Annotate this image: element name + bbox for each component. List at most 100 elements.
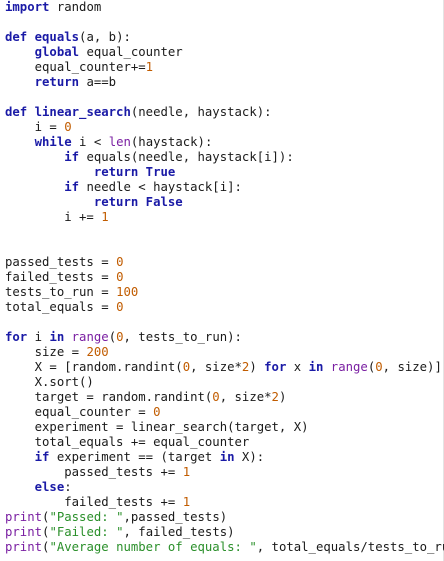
code-token: 0: [153, 405, 161, 419]
code-token: 200: [86, 345, 109, 359]
code-token: (: [42, 510, 50, 524]
code-token: [138, 165, 145, 179]
code-line[interactable]: return a==b: [5, 75, 443, 90]
code-token: (: [108, 330, 117, 344]
code-token: "Average number of equals: ": [49, 540, 257, 554]
code-token: target = random.randint(: [5, 390, 213, 404]
code-line[interactable]: total_equals = 0: [5, 300, 443, 315]
code-token: 2: [241, 360, 250, 374]
code-token: experiment = linear_search(target, X): [5, 420, 309, 434]
code-token: linear_search: [34, 105, 131, 119]
code-token: , failed_tests): [123, 525, 235, 539]
code-line[interactable]: passed_tests += 1: [5, 465, 443, 480]
code-token: [5, 75, 35, 89]
code-token: failed_tests =: [5, 270, 117, 284]
code-token: passed_tests =: [5, 255, 117, 269]
code-line[interactable]: if experiment == (target in X):: [5, 450, 443, 465]
code-token: size =: [5, 345, 87, 359]
code-token: 0: [182, 360, 191, 374]
code-token: def: [5, 30, 28, 44]
code-line[interactable]: [5, 240, 443, 255]
code-token: [323, 360, 330, 374]
code-token: 100: [116, 285, 139, 299]
code-line[interactable]: return False: [5, 195, 443, 210]
code-token: equals(needle, haystack[i]):: [79, 150, 294, 164]
code-line[interactable]: return True: [5, 165, 443, 180]
code-token: for: [264, 360, 287, 374]
code-token: experiment == (target: [49, 450, 220, 464]
code-token: random: [49, 0, 102, 14]
code-line[interactable]: equal_counter+=1: [5, 60, 443, 75]
code-line[interactable]: if equals(needle, haystack[i]):: [5, 150, 443, 165]
code-content[interactable]: import random def equals(a, b): global e…: [5, 0, 444, 555]
code-token: [5, 165, 94, 179]
code-line[interactable]: i += 1: [5, 210, 443, 225]
code-line[interactable]: if needle < haystack[i]:: [5, 180, 443, 195]
code-line[interactable]: [5, 15, 443, 30]
code-token: (haystack):: [130, 135, 213, 149]
code-token: print: [5, 540, 43, 554]
code-token: return: [93, 165, 139, 179]
code-token: (needle, haystack):: [130, 105, 272, 119]
code-token: , size*: [190, 360, 242, 374]
code-line[interactable]: [5, 225, 443, 240]
code-token: True: [145, 165, 176, 179]
code-line[interactable]: experiment = linear_search(target, X): [5, 420, 443, 435]
code-token: range: [71, 330, 109, 344]
code-token: 0: [116, 255, 124, 269]
code-token: print: [5, 510, 43, 524]
code-line[interactable]: global equal_counter: [5, 45, 443, 60]
code-token: needle < haystack[i]:: [79, 180, 242, 194]
code-line[interactable]: [5, 315, 443, 330]
code-token: return: [34, 75, 80, 89]
code-line[interactable]: print("Failed: ", failed_tests): [5, 525, 443, 540]
code-token: X):: [234, 450, 265, 464]
code-line[interactable]: X = [random.randint(0, size*2) for x in …: [5, 360, 443, 375]
code-token: 0: [116, 330, 124, 344]
code-line[interactable]: equal_counter = 0: [5, 405, 443, 420]
code-line[interactable]: target = random.randint(0, size*2): [5, 390, 443, 405]
code-token: if: [64, 150, 80, 164]
code-token: , total_equals/tests_to_run): [256, 540, 444, 554]
code-line[interactable]: import random: [5, 0, 443, 15]
code-token: x: [286, 360, 309, 374]
code-line[interactable]: for i in range(0, tests_to_run):: [5, 330, 443, 345]
code-token: [5, 450, 35, 464]
code-token: equal_counter: [79, 45, 183, 59]
code-token: tests_to_run =: [5, 285, 117, 299]
code-line[interactable]: failed_tests = 0: [5, 270, 443, 285]
code-token: 0: [64, 120, 72, 134]
code-line[interactable]: print("Average number of equals: ", tota…: [5, 540, 444, 555]
code-line[interactable]: i = 0: [5, 120, 443, 135]
code-token: global: [34, 45, 80, 59]
code-token: equals: [34, 30, 80, 44]
code-token: [138, 195, 145, 209]
code-token: else: [34, 480, 65, 494]
code-token: i: [27, 330, 50, 344]
code-token: failed_tests +=: [5, 495, 183, 509]
code-token: (: [42, 540, 50, 554]
code-line[interactable]: else:: [5, 480, 443, 495]
code-token: if: [34, 450, 50, 464]
code-token: [5, 480, 35, 494]
code-token: if: [64, 180, 80, 194]
code-token: in: [49, 330, 65, 344]
code-line[interactable]: def linear_search(needle, haystack):: [5, 105, 443, 120]
code-token: range: [330, 360, 368, 374]
code-token: import: [5, 0, 50, 14]
code-line[interactable]: total_equals += equal_counter: [5, 435, 443, 450]
code-line[interactable]: [5, 90, 443, 105]
code-line[interactable]: def equals(a, b):: [5, 30, 443, 45]
code-token: 0: [116, 300, 124, 314]
code-token: in: [308, 360, 324, 374]
code-line[interactable]: failed_tests += 1: [5, 495, 443, 510]
code-token: 1: [182, 465, 191, 479]
code-token: 0: [116, 270, 124, 284]
code-line[interactable]: tests_to_run = 100: [5, 285, 443, 300]
code-line[interactable]: X.sort(): [5, 375, 443, 390]
code-line[interactable]: passed_tests = 0: [5, 255, 443, 270]
code-line[interactable]: size = 200: [5, 345, 443, 360]
code-line[interactable]: print("Passed: ",passed_tests): [5, 510, 443, 525]
code-line[interactable]: while i < len(haystack):: [5, 135, 443, 150]
